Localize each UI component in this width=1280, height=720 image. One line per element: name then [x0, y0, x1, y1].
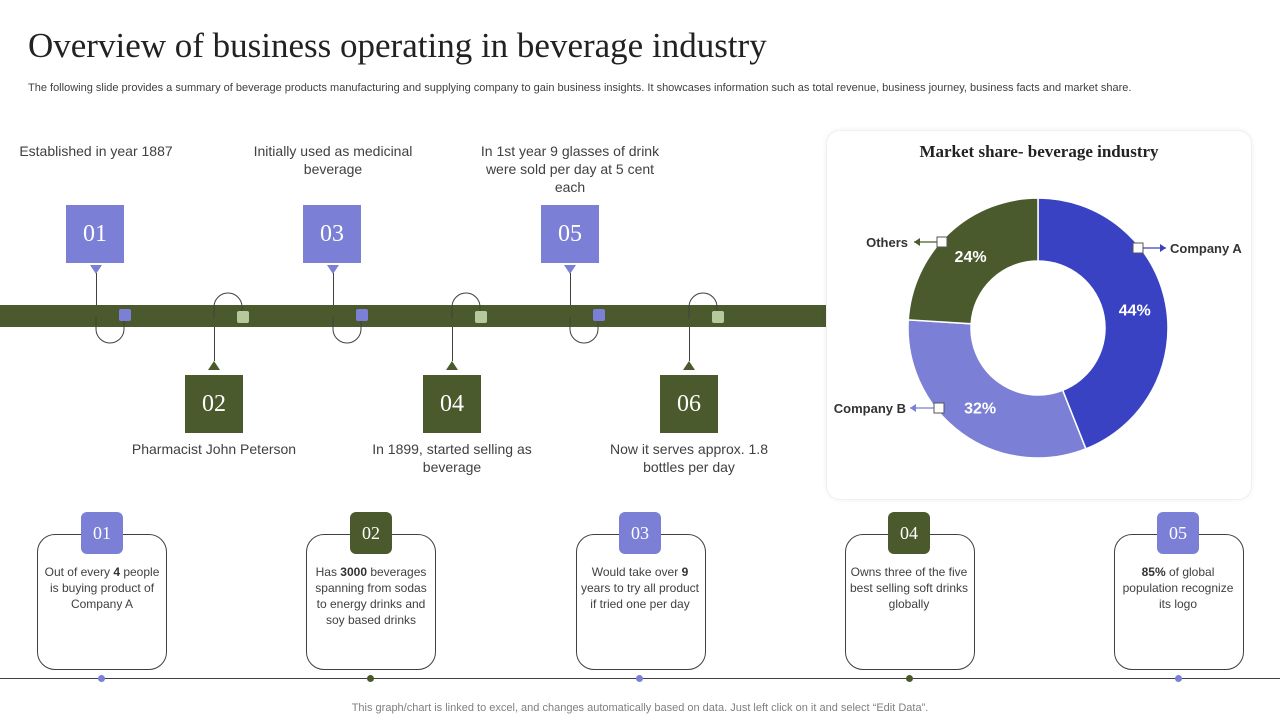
- arrow-icon: [910, 404, 916, 412]
- connector-line: [214, 327, 215, 361]
- timeline-band: [0, 305, 827, 327]
- milestone-text-04: In 1899, started selling as beverage: [372, 441, 532, 475]
- callout-marker: [936, 236, 948, 248]
- fact-card-02: [306, 534, 436, 670]
- fact-badge-05: 05: [1157, 512, 1199, 554]
- page-subtitle: The following slide provides a summary o…: [28, 82, 1132, 94]
- timeline-marker: [593, 309, 605, 321]
- bottom-dot: [636, 675, 643, 682]
- donut-slice-company-a[interactable]: [1037, 197, 1169, 450]
- fact-badge-04: 04: [888, 512, 930, 554]
- market-share-card: [826, 130, 1252, 500]
- legend-label-others: Others: [866, 235, 908, 250]
- legend-label-company-b: Company B: [834, 401, 906, 416]
- fact-card-03: [576, 534, 706, 670]
- connector-line: [452, 327, 453, 361]
- timeline-marker: [237, 311, 249, 323]
- chart-title: Market share- beverage industry: [919, 142, 1159, 161]
- fact-card-05: [1114, 534, 1244, 670]
- timeline-marker: [475, 311, 487, 323]
- connector-line: [333, 273, 334, 305]
- timeline-marker: [356, 309, 368, 321]
- pointer-down-icon: [327, 265, 339, 274]
- milestone-badge-01: 01: [66, 205, 124, 263]
- arrow-icon: [914, 238, 920, 246]
- milestone-badge-02: 02: [185, 375, 243, 433]
- connector-line: [570, 273, 571, 305]
- donut-chart[interactable]: 44% 32% 24% Company A Company B Others: [826, 180, 1252, 480]
- bottom-dot: [1175, 675, 1182, 682]
- fact-card-04: [845, 534, 975, 670]
- timeline-connectors: [95, 292, 718, 344]
- fact-badge-02: 02: [350, 512, 392, 554]
- slice-percent-label: 32%: [964, 401, 996, 418]
- milestone-text-02: Pharmacist John Peterson: [131, 441, 297, 457]
- milestone-text-01: Established in year 1887: [19, 143, 173, 159]
- milestone-badge-03: 03: [303, 205, 361, 263]
- milestone-badge-06: 06: [660, 375, 718, 433]
- footer-note: This graph/chart is linked to excel, and…: [351, 702, 929, 714]
- milestone-text-03: Initially used as medicinal beverage: [253, 143, 413, 177]
- legend-label-company-a: Company A: [1170, 241, 1242, 256]
- milestone-badge-05: 05: [541, 205, 599, 263]
- timeline-marker: [119, 309, 131, 321]
- slice-percent-label: 44%: [1119, 303, 1151, 320]
- bottom-dot: [367, 675, 374, 682]
- fact-text-05: 85% of global population recognize its l…: [1122, 565, 1234, 611]
- donut-slice-company-b[interactable]: [907, 319, 1087, 459]
- milestone-text-06: Now it serves approx. 1.8 bottles per da…: [610, 441, 768, 475]
- fact-text-03: Would take over 9 years to try all produ…: [580, 565, 700, 611]
- pointer-down-icon: [90, 265, 102, 274]
- pointer-down-icon: [564, 265, 576, 274]
- bottom-dot: [906, 675, 913, 682]
- arrow-icon: [1160, 244, 1166, 252]
- page-title: Overview of business operating in bevera…: [28, 26, 767, 65]
- connector-line: [96, 273, 97, 305]
- fact-badge-01: 01: [81, 512, 123, 554]
- connector-line: [689, 327, 690, 361]
- timeline-marker: [712, 311, 724, 323]
- fact-text-04: Owns three of the five best selling soft…: [849, 565, 969, 611]
- milestone-badge-04: 04: [423, 375, 481, 433]
- pointer-up-icon: [446, 361, 458, 370]
- fact-badge-03: 03: [619, 512, 661, 554]
- callout-marker: [933, 402, 945, 414]
- bottom-dot: [98, 675, 105, 682]
- fact-text-02: Has 3000 beverages spanning from sodas t…: [315, 565, 427, 627]
- pointer-up-icon: [683, 361, 695, 370]
- slice-percent-label: 24%: [955, 249, 987, 266]
- pointer-up-icon: [208, 361, 220, 370]
- fact-text-01: Out of every 4 people is buying product …: [44, 565, 160, 611]
- callout-marker: [1132, 242, 1144, 254]
- milestone-text-05: In 1st year 9 glasses of drink were sold…: [480, 143, 660, 195]
- donut-slice-others[interactable]: [907, 197, 1039, 325]
